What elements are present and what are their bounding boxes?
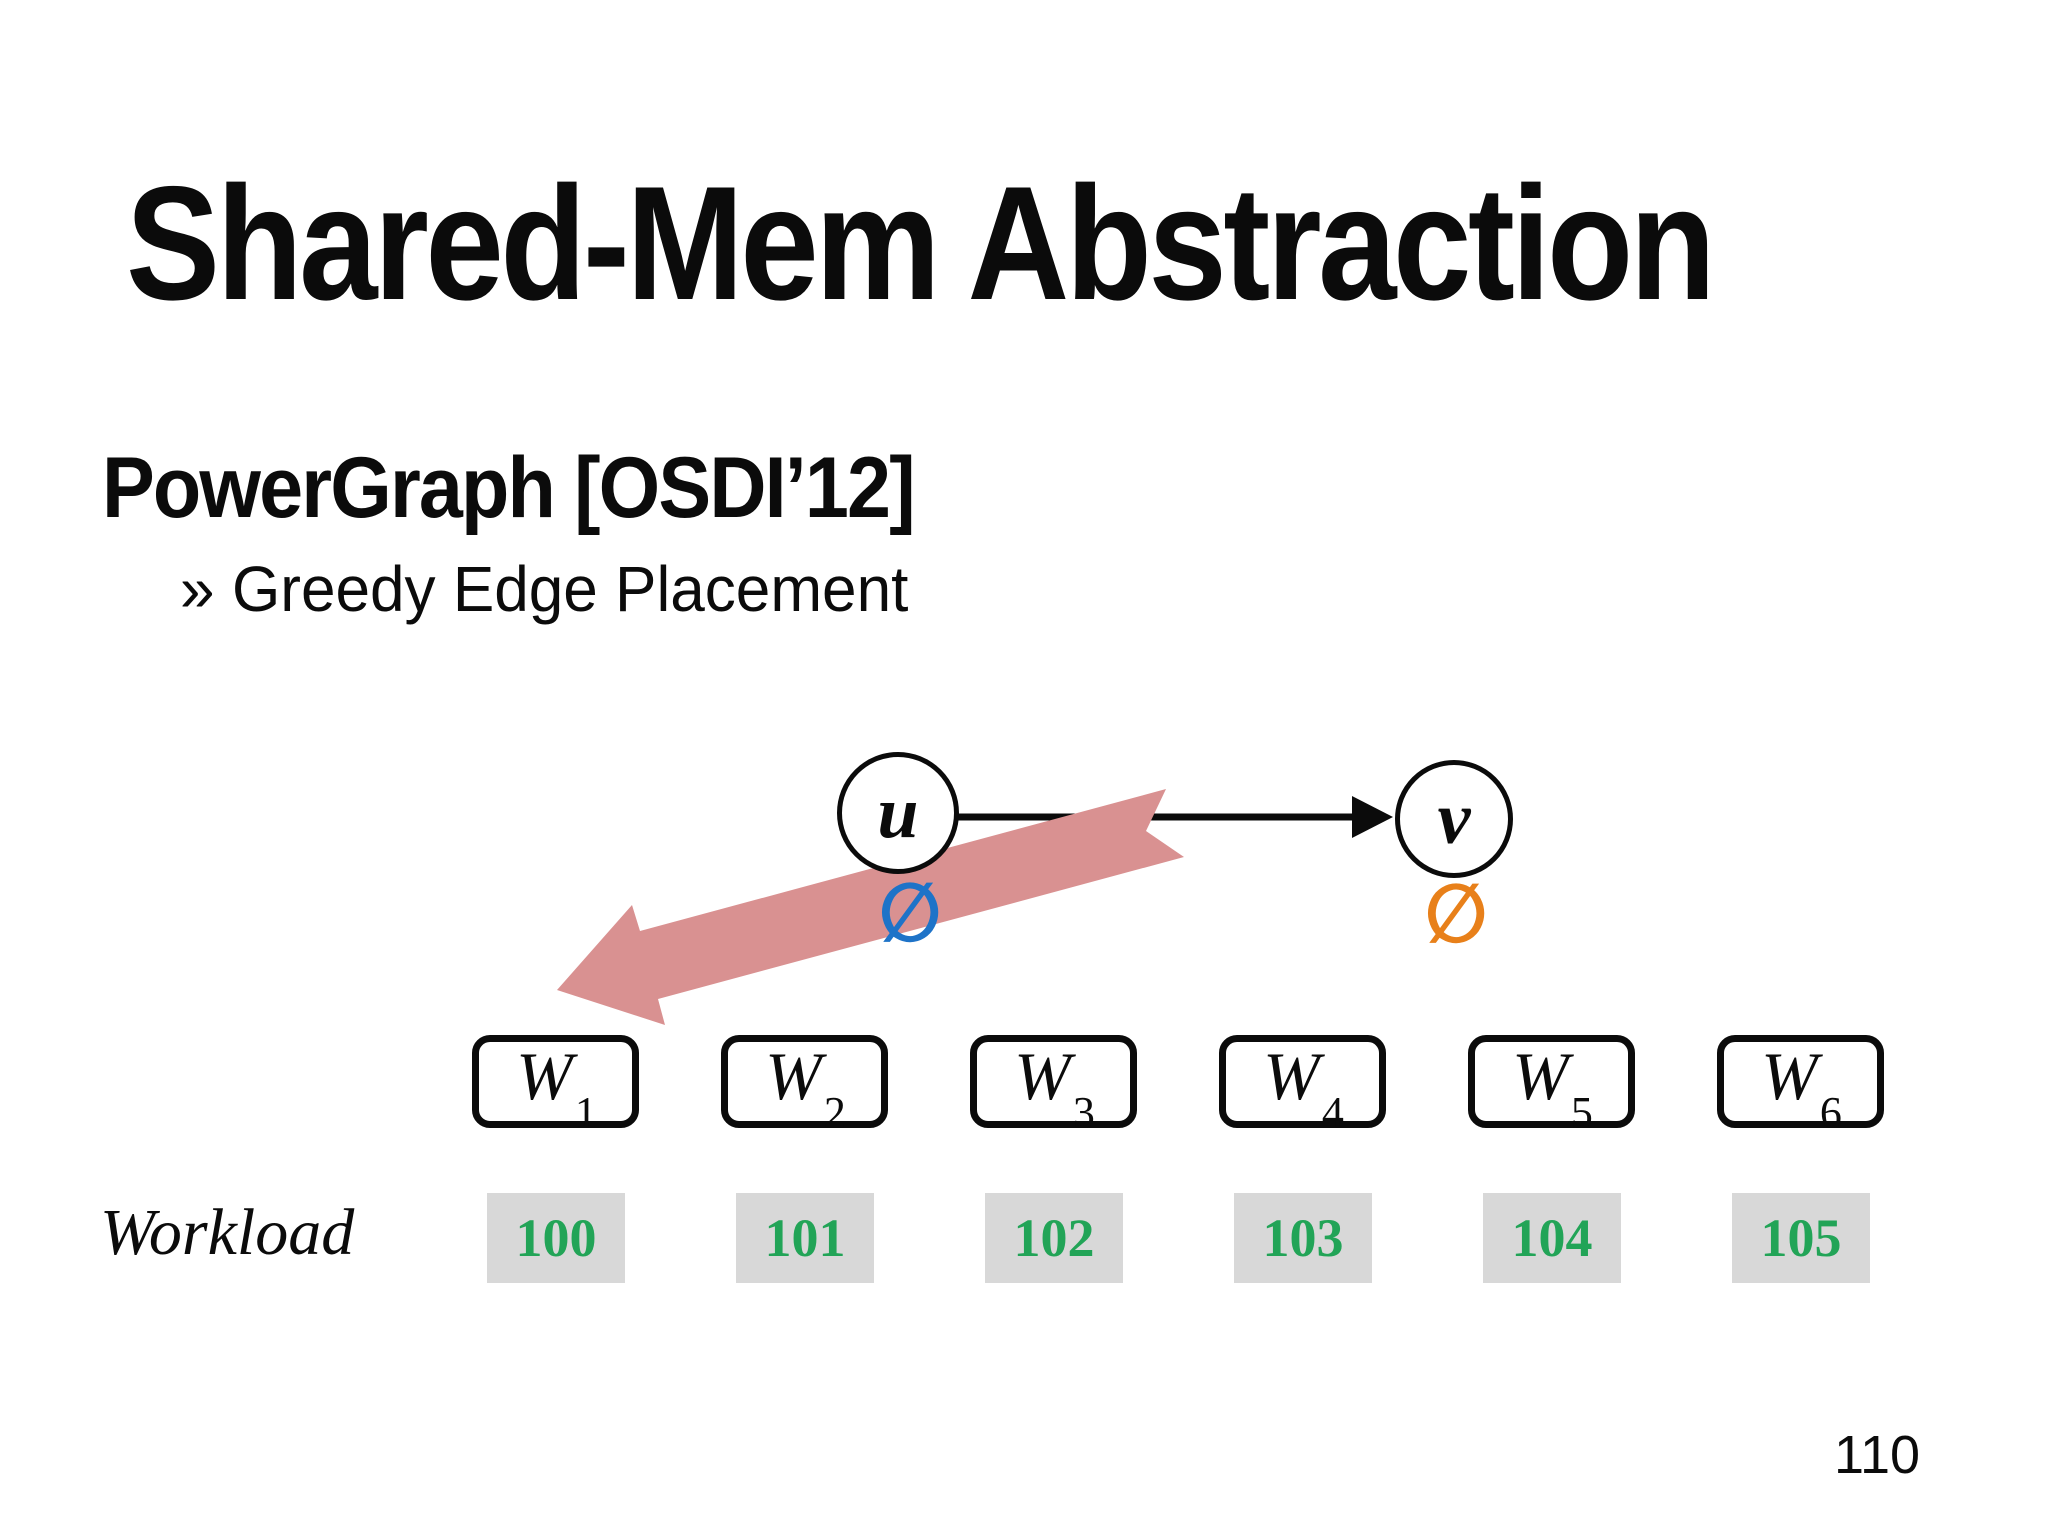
edge-u-v-arrowhead-icon [1352, 796, 1393, 838]
bullet-text: Greedy Edge Placement [231, 553, 909, 625]
worker-label: W2 [765, 1037, 846, 1138]
assignment-arrow-icon [557, 789, 1184, 1025]
workload-value: 102 [1013, 1208, 1095, 1268]
bullet-marker-icon: » [180, 553, 215, 625]
worker-box-2: W2 [721, 1035, 888, 1138]
worker-box-3: W3 [970, 1035, 1137, 1138]
workload-value: 103 [1262, 1208, 1344, 1268]
workload-cell: 103 [1234, 1193, 1372, 1283]
workload-cell: 101 [736, 1193, 874, 1283]
workload-value: 101 [764, 1208, 846, 1268]
worker-box-4: W4 [1219, 1035, 1386, 1138]
workers-row: W1 W2 W3 W4 W5 W6 [472, 1035, 1884, 1138]
slide-subtitle: PowerGraph [OSDI’12] [102, 440, 916, 536]
worker-box-1: W1 [472, 1035, 639, 1138]
worker-label: W1 [516, 1037, 597, 1138]
bullet-item: »Greedy Edge Placement [180, 553, 908, 627]
workload-cell: 100 [487, 1193, 625, 1283]
worker-box-6: W6 [1717, 1035, 1884, 1138]
workload-value: 100 [515, 1208, 597, 1268]
workload-cell: 102 [985, 1193, 1123, 1283]
workload-label: Workload [100, 1196, 355, 1269]
workload-row: 100 101 102 103 104 105 [487, 1193, 1870, 1283]
worker-box-5: W5 [1468, 1035, 1635, 1138]
node-v-label: v [1437, 777, 1471, 860]
worker-label: W6 [1761, 1037, 1842, 1138]
page-number: 110 [1834, 1425, 1921, 1485]
node-u: u [837, 752, 959, 874]
worker-label: W3 [1014, 1037, 1095, 1138]
workload-cell: 104 [1483, 1193, 1621, 1283]
workload-value: 105 [1760, 1208, 1842, 1268]
node-v-state-symbol: ∅ [1424, 867, 1488, 962]
slide-title: Shared-Mem Abstraction [126, 153, 1716, 334]
worker-label: W4 [1263, 1037, 1344, 1138]
workload-value: 104 [1511, 1208, 1593, 1268]
node-v: v [1395, 760, 1513, 878]
workload-cell: 105 [1732, 1193, 1870, 1283]
node-u-state-symbol: ∅ [878, 866, 942, 961]
node-u-label: u [877, 771, 919, 854]
worker-label: W5 [1512, 1037, 1593, 1138]
